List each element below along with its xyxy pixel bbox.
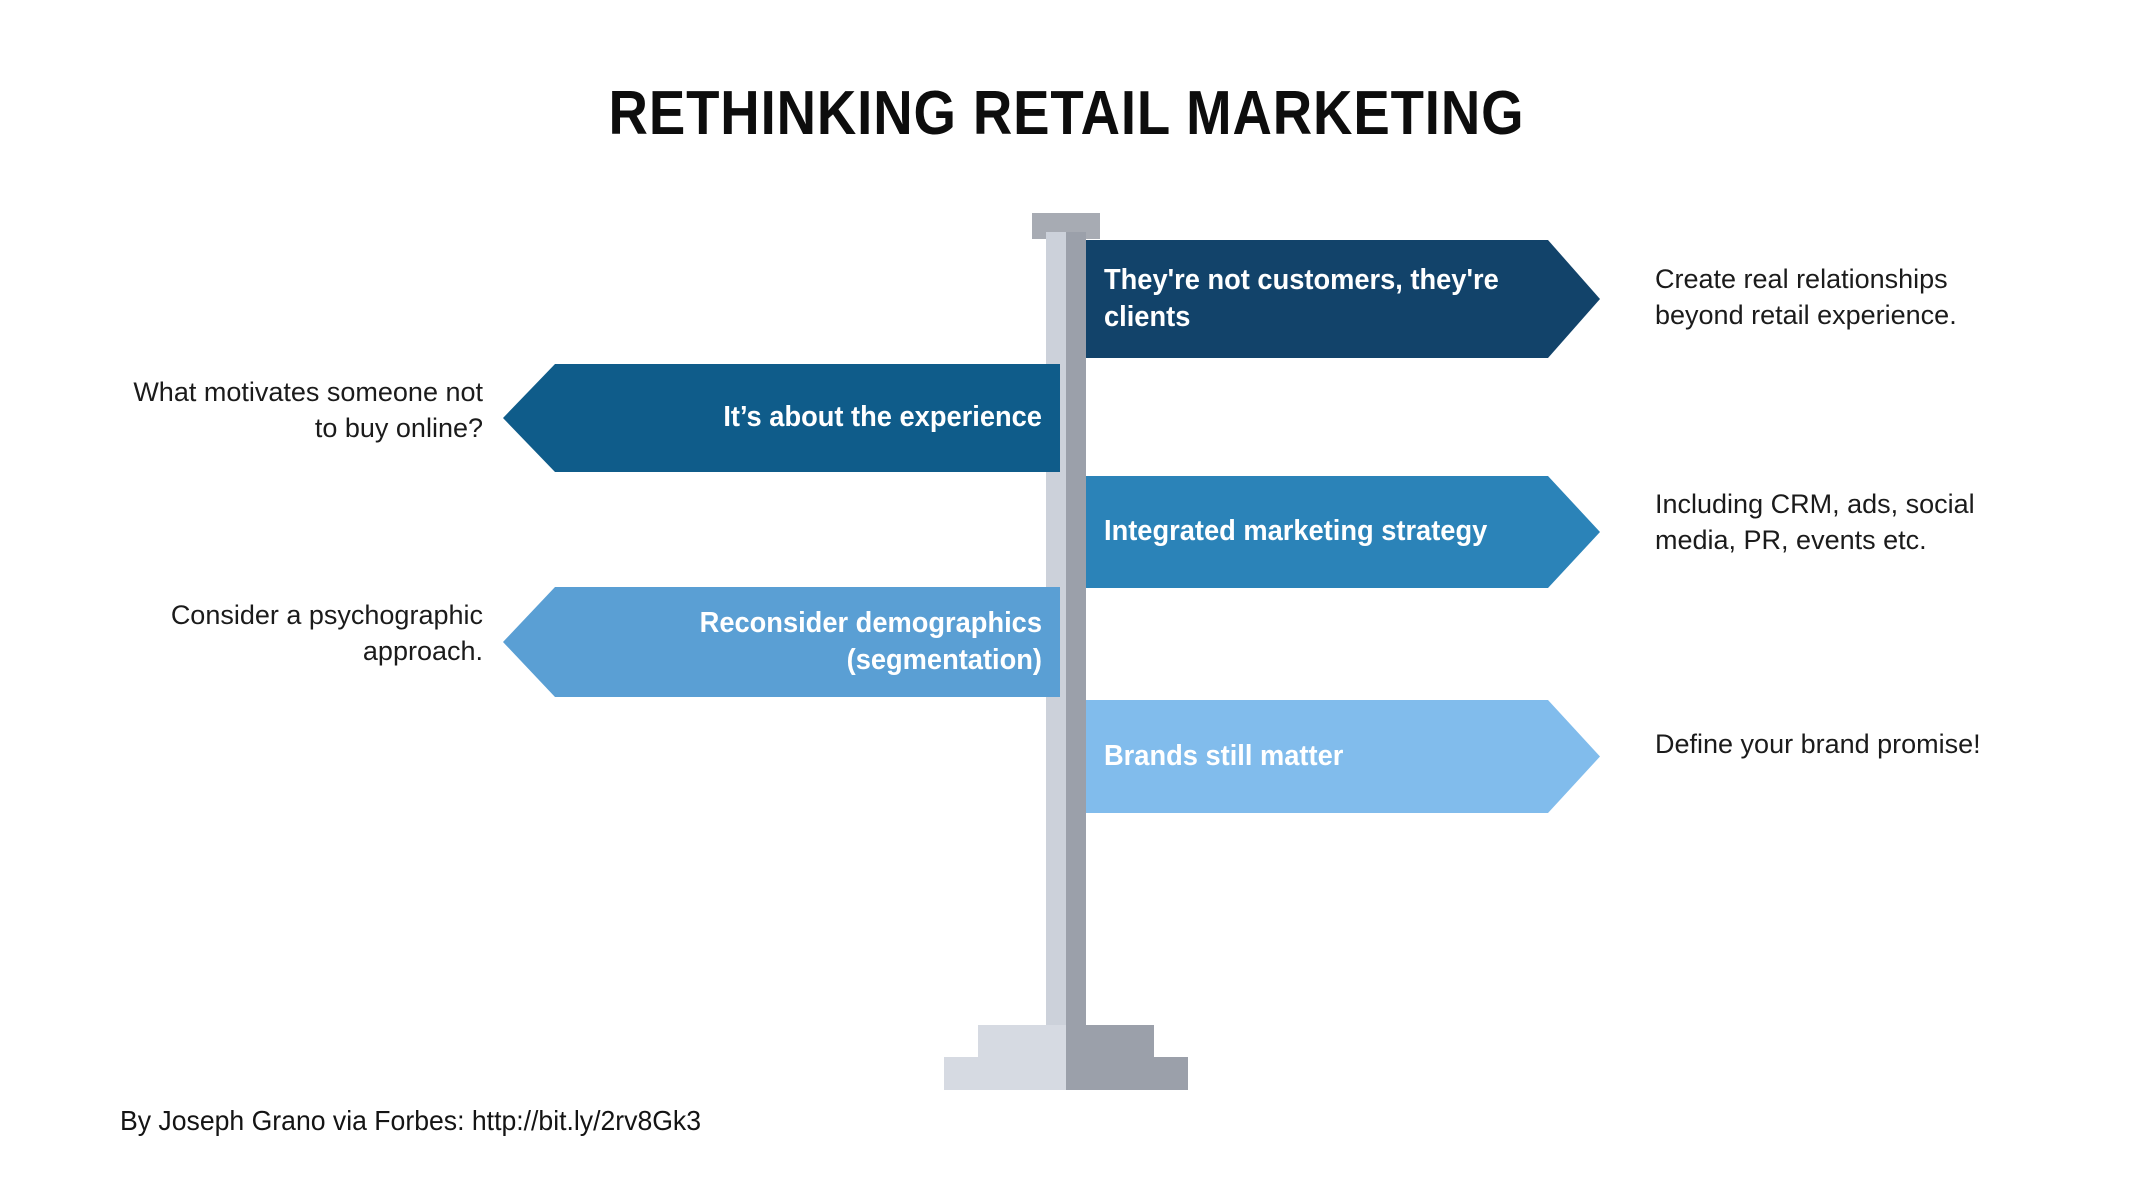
signpost-base-upper-left [978, 1025, 1046, 1057]
note-experience: What motivates someone not to buy online… [133, 377, 483, 443]
sign-clients[interactable]: They're not customers, they're clients [1086, 240, 1600, 358]
signpost-base-center-left [1046, 1025, 1066, 1090]
source-credit: By Joseph Grano via Forbes: http://bit.l… [120, 1105, 702, 1136]
page-title: RETHINKING RETAIL MARKETING [608, 79, 1525, 148]
sign-experience-label: It’s about the experience [723, 401, 1042, 434]
sign-brands[interactable]: Brands still matter [1086, 700, 1600, 813]
note-clients: Create real relationships beyond retail … [1655, 264, 1957, 330]
sign-clients-label: They're not customers, they're clients [1104, 263, 1499, 333]
sign-demographics[interactable]: Reconsider demographics (segmentation) [503, 587, 1060, 697]
signpost-base-lower-right [1086, 1057, 1188, 1090]
note-integrated-marketing: Including CRM, ads, social media, PR, ev… [1655, 489, 1975, 555]
sign-brands-label: Brands still matter [1104, 739, 1344, 772]
sign-experience[interactable]: It’s about the experience [503, 364, 1060, 472]
sign-integrated-marketing[interactable]: Integrated marketing strategy [1086, 476, 1600, 588]
sign-integrated-marketing-label: Integrated marketing strategy [1104, 515, 1488, 548]
signpost-base-center-right [1066, 1025, 1086, 1090]
signpost-base-upper-right [1086, 1025, 1154, 1057]
sign-demographics-label: Reconsider demographics (segmentation) [699, 606, 1042, 676]
note-brands: Define your brand promise! [1655, 729, 1981, 759]
signpost-shaft-right [1066, 232, 1086, 1088]
signpost-base-lower-left [944, 1057, 1046, 1090]
note-demographics: Consider a psychographic approach. [170, 600, 483, 666]
